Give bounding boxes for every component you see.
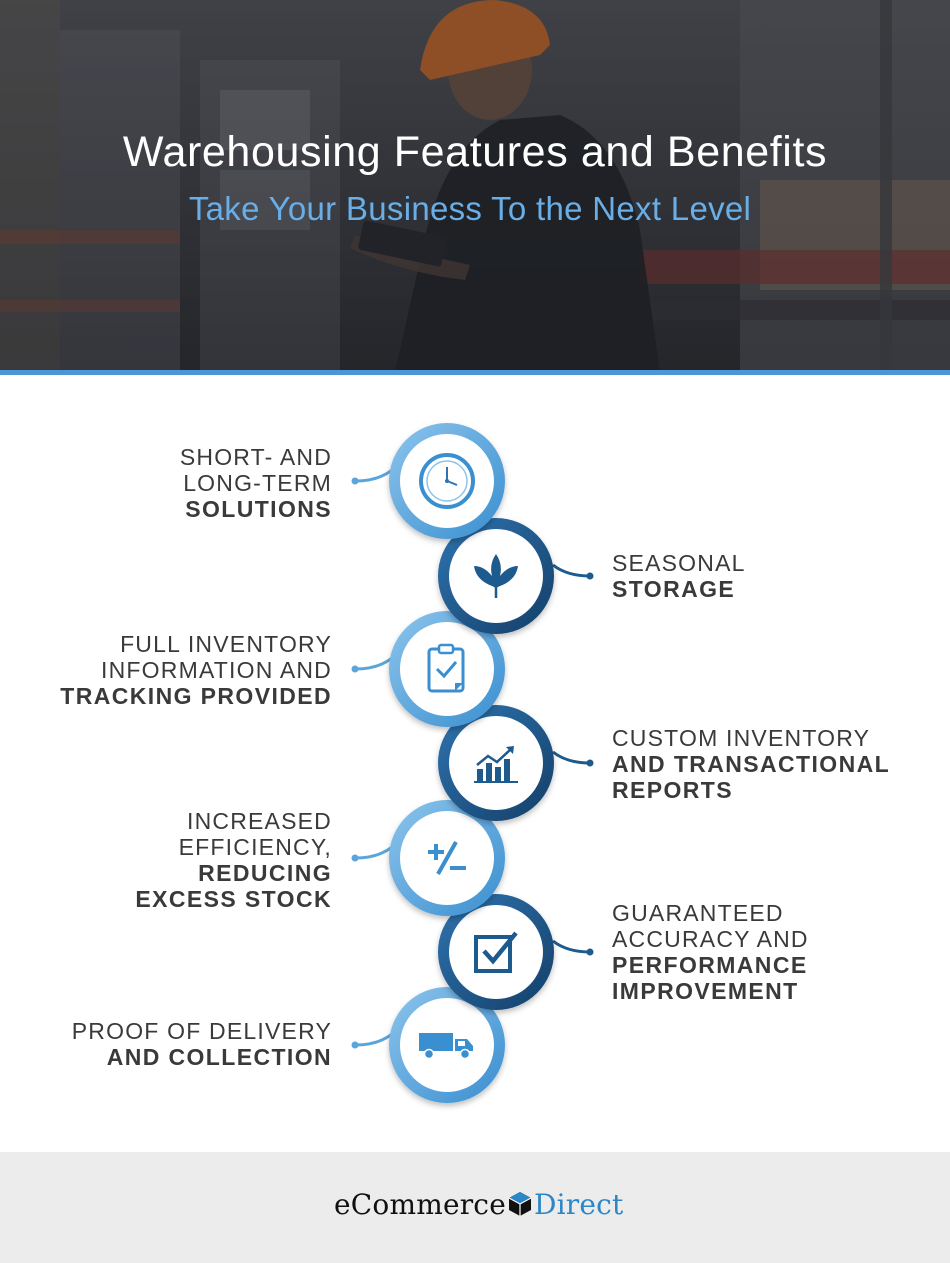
clock-icon: [417, 451, 477, 511]
logo-text-ecommerce: eCommerce: [334, 1187, 506, 1221]
brand-logo[interactable]: eCommerce Direct: [334, 1186, 623, 1222]
hero-overlay: [0, 0, 950, 372]
leaf-icon: [466, 546, 526, 606]
feature-label-inventory-tracking: FULL INVENTORY INFORMATION AND TRACKING …: [60, 631, 332, 709]
page-subtitle: Take Your Business To the Next Level: [188, 190, 752, 227]
clipboard-check-icon: [417, 639, 477, 699]
cube-icon: [508, 1192, 532, 1216]
footer: [0, 1152, 950, 1263]
hero-accent-bar: [0, 370, 950, 375]
ring-6: [438, 894, 554, 1010]
feature-label-custom-reports: CUSTOM INVENTORY AND TRANSACTIONAL REPOR…: [612, 725, 891, 803]
ring-4: [438, 705, 554, 821]
ring-3: [389, 611, 505, 727]
hero-banner: Warehousing Features and Benefits Take Y…: [0, 0, 950, 372]
warehouse-photo-illustration: [0, 0, 950, 372]
logo-text-direct: Direct: [533, 1187, 624, 1221]
page-title: Warehousing Features and Benefits: [122, 128, 828, 176]
feature-label-proof-of-delivery: PROOF OF DELIVERY AND COLLECTION: [71, 1018, 332, 1070]
connector-lines: [351, 468, 594, 1049]
feature-label-increased-efficiency: INCREASED EFFICIENCY, REDUCING EXCESS ST…: [135, 808, 332, 912]
feature-label-short-long-term: SHORT- AND LONG-TERM SOLUTIONS: [179, 444, 332, 522]
bar-chart-icon: [466, 733, 526, 793]
truck-icon: [417, 1015, 477, 1075]
feature-label-guaranteed-accuracy: GUARANTEED ACCURACY AND PERFORMANCE IMPR…: [612, 900, 809, 1004]
feature-label-seasonal-storage: SEASONAL STORAGE: [612, 550, 746, 602]
plus-minus-icon: [417, 828, 477, 888]
checkbox-icon: [466, 922, 526, 982]
